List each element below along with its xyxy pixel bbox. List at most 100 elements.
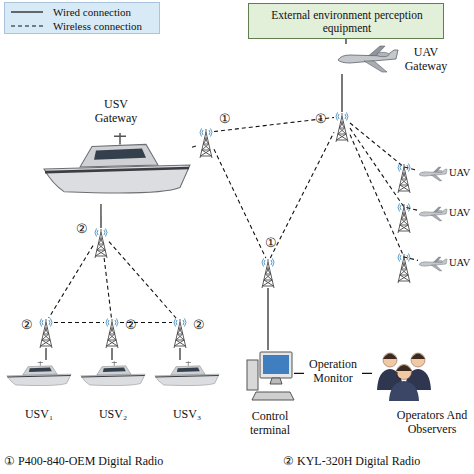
wireless-link — [109, 242, 176, 318]
uav-icon — [419, 207, 447, 221]
person-head — [397, 365, 412, 380]
footnote-label: ② KYL-320H Digital Radio — [283, 455, 420, 469]
wired-link — [100, 204, 101, 228]
node-label: UAV — [449, 167, 474, 179]
node-label: ② — [18, 318, 36, 333]
person-head — [383, 353, 397, 367]
wired-link — [179, 348, 180, 360]
device-node: UAV — [418, 166, 448, 182]
people-icon — [377, 353, 431, 401]
boat-icon — [155, 361, 219, 385]
tower-icon — [200, 129, 212, 159]
device-node: ① — [334, 112, 350, 142]
legend-entry: Wired connection — [9, 5, 131, 19]
computer-screen — [263, 355, 289, 374]
wireless-link — [49, 246, 93, 318]
device-node: ② — [104, 318, 120, 348]
node-label: UAV — [449, 257, 474, 269]
legend-line — [11, 11, 43, 12]
legend-sample — [9, 7, 45, 17]
device-node: UAV Gateway — [336, 44, 400, 74]
uav-icon — [419, 257, 447, 271]
boat-icon — [44, 133, 190, 193]
device-node: Control terminal — [246, 350, 294, 402]
wireless-link — [350, 128, 418, 210]
tower-icon — [262, 259, 274, 289]
wired-link — [345, 39, 346, 44]
headset-mic — [397, 372, 401, 379]
device-node: ② — [172, 318, 188, 348]
wireless-link — [54, 322, 104, 323]
device-node: USV Gateway — [42, 130, 192, 204]
legend-sample — [9, 21, 45, 31]
wired-link — [341, 74, 342, 112]
tower-icon — [398, 164, 410, 194]
node-label: Operators And Observers — [390, 409, 474, 437]
tower-icon — [40, 319, 52, 349]
device-node: USV₁ — [6, 360, 72, 390]
device-node: Operators And Observers — [372, 345, 434, 401]
boat-icon — [7, 361, 71, 385]
device-node: USV₂ — [80, 360, 146, 390]
wired-link — [267, 288, 268, 350]
boat-icon — [81, 361, 145, 385]
equipment-box: External environment perception equipmen… — [248, 3, 444, 39]
computer-monitor — [260, 352, 292, 378]
wired-link — [111, 348, 112, 360]
wireless-link — [350, 123, 418, 170]
node-label: ② — [73, 222, 91, 237]
person-head — [411, 353, 425, 367]
person-hair — [383, 354, 397, 360]
wireless-link — [120, 322, 172, 323]
device-node: UAV — [418, 256, 448, 272]
tower-icon — [174, 319, 186, 349]
node-label: UAV Gateway — [402, 46, 450, 74]
uav-icon — [338, 46, 398, 72]
legend-box: Wired connectionWireless connection — [4, 2, 160, 34]
wireless-link — [214, 149, 266, 258]
node-label: ② — [122, 318, 140, 333]
node-label: ① — [312, 112, 330, 127]
computer-keyboard — [252, 392, 294, 400]
tower-icon — [398, 204, 410, 234]
device-node: UAV — [418, 206, 448, 222]
wireless-link — [270, 132, 334, 258]
legend-label: Wireless connection — [53, 20, 142, 32]
computer-case — [247, 360, 258, 390]
node-label: Control terminal — [235, 410, 305, 438]
tower-icon — [336, 113, 348, 143]
tower-icon — [95, 229, 107, 259]
node-label: ① — [262, 236, 280, 251]
person-hair — [411, 354, 425, 360]
node-label: External environment perception equipmen… — [251, 6, 443, 38]
wireless-link — [214, 117, 334, 131]
edge-label: Operation Monitor — [304, 358, 362, 386]
legend-label: Wired connection — [53, 6, 131, 18]
wireless-link — [192, 145, 198, 147]
node-label: UAV — [449, 207, 474, 219]
uav-icon — [419, 167, 447, 181]
person-body — [389, 381, 419, 401]
footnote-label: ① P400-840-OEM Digital Radio — [4, 455, 163, 469]
computer-icon — [247, 352, 294, 400]
wired-link — [45, 348, 46, 360]
node-label: USV₂ — [78, 408, 148, 422]
monitor-stand — [270, 378, 282, 384]
wireless-link — [350, 135, 418, 261]
node-label: USV₃ — [152, 408, 222, 422]
device-node: ① — [260, 258, 276, 288]
tower-icon — [106, 319, 118, 349]
legend-line — [11, 25, 43, 26]
legend-entry: Wireless connection — [9, 19, 142, 33]
device-node: ① — [198, 128, 214, 158]
device-node: ② — [93, 228, 109, 258]
wireless-link — [104, 258, 111, 318]
node-label: ① — [216, 112, 234, 127]
node-label: USV Gateway — [86, 98, 146, 126]
device-node: USV₃ — [154, 360, 220, 390]
person-hair — [396, 365, 412, 371]
node-label: ② — [190, 318, 208, 333]
